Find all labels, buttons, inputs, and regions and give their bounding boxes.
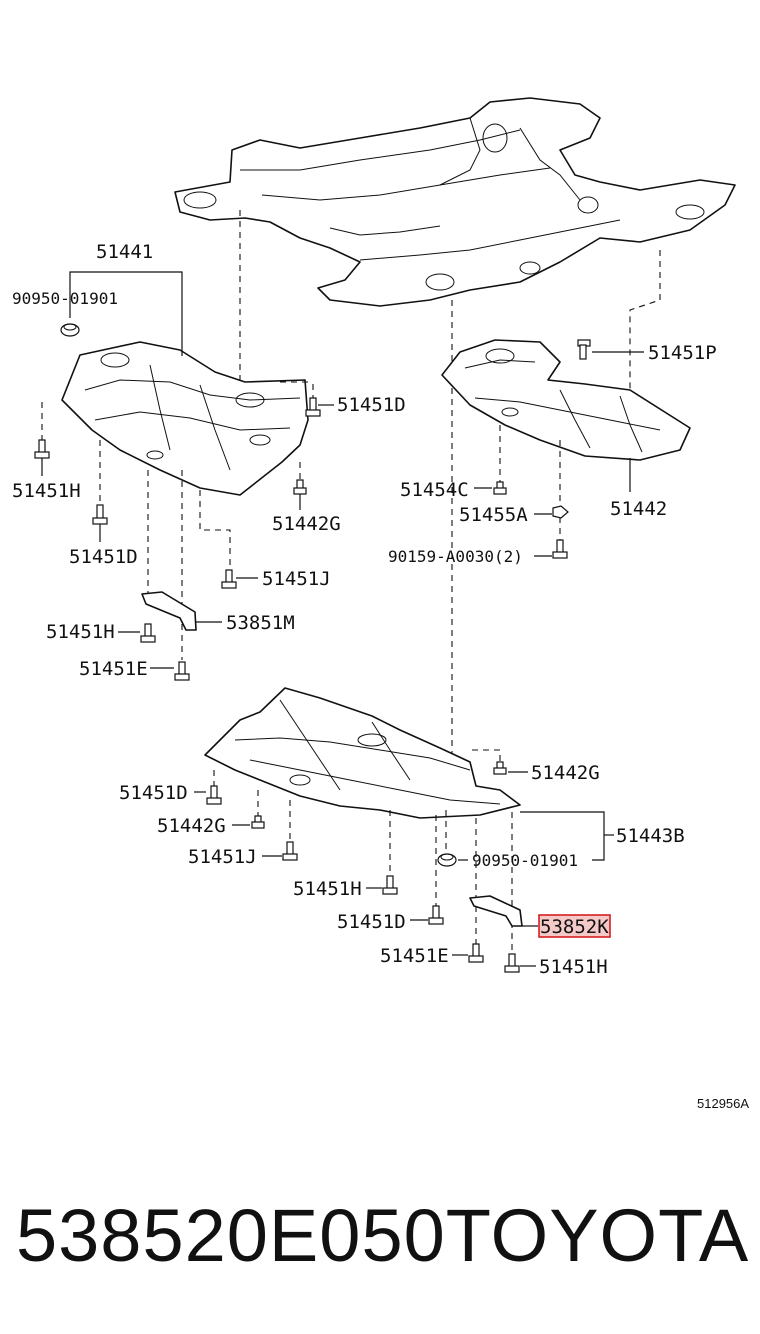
label-51455a: 51455A [459, 504, 528, 526]
label-51451h-d: 51451H [539, 956, 608, 978]
label-51442g-c: 51442G [157, 815, 226, 837]
label-51451j-a: 51451J [262, 568, 331, 590]
bolt-icon [174, 661, 190, 681]
clip-icon [251, 815, 265, 829]
clip-icon [493, 481, 507, 495]
engine-under-cover-right [441, 339, 691, 461]
bolt-icon [577, 339, 591, 360]
clip-icon [293, 479, 307, 495]
bolt-icon [140, 623, 156, 643]
clip-icon [552, 505, 569, 519]
bracket-53851m [141, 591, 197, 631]
label-51451d-c: 51451D [119, 782, 188, 804]
label-51451e-b: 51451E [380, 945, 449, 967]
label-51442: 51442 [610, 498, 667, 520]
label-53851m: 53851M [226, 612, 295, 634]
part-number: 538520E050 [16, 1193, 446, 1277]
label-51451j-b: 51451J [188, 846, 257, 868]
label-51451d-d: 51451D [337, 911, 406, 933]
bolt-icon [552, 539, 568, 559]
label-51451h-b: 51451H [46, 621, 115, 643]
label-51451d-b: 51451D [69, 546, 138, 568]
label-51454c: 51454C [400, 479, 469, 501]
label-90159-a0030: 90159-A0030(2) [388, 547, 523, 566]
label-51442g-a: 51442G [272, 513, 341, 535]
highlight-box [538, 914, 611, 938]
bolt-icon [206, 785, 222, 805]
label-51451d-a: 51451D [337, 394, 406, 416]
label-51443b: 51443B [616, 825, 685, 847]
crossmember [174, 97, 736, 307]
label-51451h-a: 51451H [12, 480, 81, 502]
label-53852k: 53852K [540, 916, 609, 938]
bolt-icon [282, 841, 298, 861]
label-51442g-b: 51442G [531, 762, 600, 784]
engine-under-cover-left [61, 341, 309, 496]
bolt-icon [221, 569, 237, 589]
footer-caption: 538520E050 TOYOTA [0, 1185, 760, 1285]
label-51451e-a: 51451E [79, 658, 148, 680]
diagram-reference: 512956A [697, 1096, 749, 1111]
bolt-icon [305, 397, 321, 417]
label-90950-01901-bottom: 90950-01901 [472, 851, 578, 870]
label-51451h-c: 51451H [293, 878, 362, 900]
label-51441: 51441 [96, 241, 153, 263]
label-51451p: 51451P [648, 342, 717, 364]
clip-icon [493, 761, 507, 775]
bolt-icon [504, 953, 520, 973]
front-under-cover [204, 687, 521, 819]
bolt-icon [382, 875, 398, 895]
bolt-icon [428, 905, 444, 925]
bolt-icon [34, 439, 50, 459]
brand-name: TOYOTA [445, 1193, 750, 1277]
bracket-53852k [469, 895, 523, 927]
label-90950-01901-top: 90950-01901 [12, 289, 118, 308]
bolt-icon [92, 504, 108, 525]
bolt-icon [468, 943, 484, 963]
